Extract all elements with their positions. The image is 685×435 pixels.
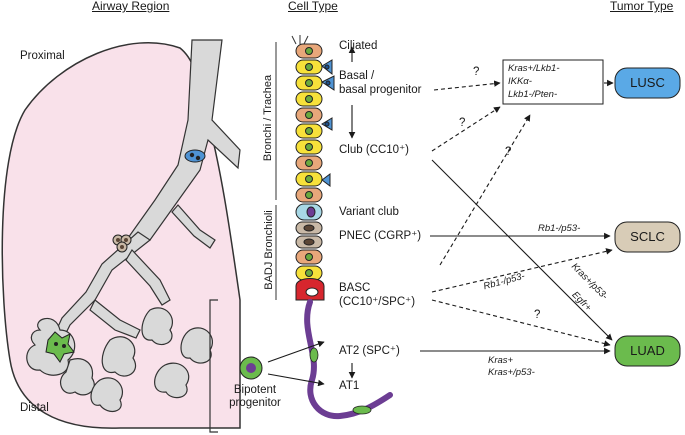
at2-luad-genotype-line1: Kras+ [488,355,514,366]
pnec-cluster-on-tree [112,234,132,253]
basal-label-line2: basal progenitor [339,84,422,96]
basal-cells-column [321,59,335,187]
proximal-label: Proximal [20,50,65,62]
lineage-arrows [267,46,356,387]
lusc-genotype-line3: Lkb1-/Pten- [508,89,558,100]
basal-cluster-on-tree [184,149,206,163]
unknown-mark-basc: ? [505,146,512,158]
sclc-pill [614,221,681,253]
bipotent-label-line2: progenitor [229,397,281,409]
unknown-mark-club: ? [459,117,466,129]
at1-label: AT1 [339,380,360,392]
lusc-genotype-line2: IKKα- [508,76,532,87]
alveolar-cluster-on-tree [45,331,75,363]
bipotent-label-line1: Bipotent [233,384,277,396]
epithelium-column [291,35,325,301]
luad-label: LUAD [630,343,665,358]
pnec-sclc-genotype: Rb1-/p53- [538,223,581,234]
lusc-genotype-box [502,59,604,105]
lusc-pill [614,67,681,99]
basc-label-line2: (CC10⁺/SPC⁺) [339,296,416,308]
sclc-label: SCLC [630,229,665,244]
bronchi-trachea-label: Bronchi / Trachea [262,74,274,162]
lusc-genotype-line1: Kras+/Lkb1- [508,63,560,74]
distal-label: Distal [20,402,49,414]
club-label: Club (CC10⁺) [339,144,409,156]
tumor-type-header: Tumor Type [610,0,674,13]
origin-arrows [420,79,614,355]
distal-bracket [209,299,218,433]
pnec-label: PNEC (CGRP⁺) [339,230,422,242]
lusc-label: LUSC [630,75,665,90]
at2-label: AT2 (SPC⁺) [339,345,400,357]
bipotent-progenitor-cell [239,356,263,380]
ciliated-label: Ciliated [339,40,378,52]
basal-label-line1: Basal / [339,70,375,82]
basc-label-line1: BASC [339,282,371,294]
variant-club-label: Variant club [339,206,399,218]
airway-tree [26,39,241,413]
airway-region-header: Airway Region [92,0,170,13]
alveolar-wall [304,299,393,420]
unknown-mark-basc-luad: ? [534,309,541,321]
badj-bronchioli-label: BADJ Bronchioli [263,210,275,290]
at2-luad-genotype-line2: Kras+/p53- [488,367,535,378]
unknown-mark-basal: ? [473,66,480,78]
cell-type-header: Cell Type [288,0,338,13]
luad-pill [614,335,681,367]
